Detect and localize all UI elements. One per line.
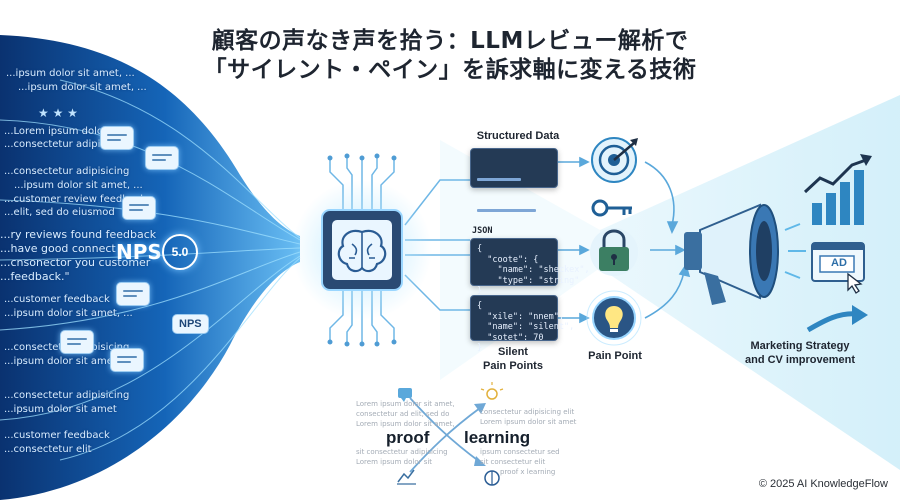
faint-text: ipsum consectetur sed: [480, 448, 560, 456]
stream-text: ...consectetur adipisicing: [4, 139, 130, 150]
chat-bubble-icon: [122, 196, 156, 220]
chat-bubble-icon: [116, 282, 150, 306]
stream-text: ...ry reviews found feedback: [0, 228, 157, 241]
stars-icon: ★ ★ ★: [38, 106, 78, 120]
silent-pain-points-label-line1: Silent: [498, 346, 528, 358]
ad-window-icon: [811, 242, 865, 282]
stream-text: ...Lorem ipsum dolor: [4, 126, 108, 137]
stream-text: ...ipsum dolor sit amet, ...: [14, 180, 143, 191]
chat-bubble-icon: [110, 348, 144, 372]
structured-data-heading: Structured Data: [476, 130, 560, 142]
ad-label: AD: [831, 257, 847, 269]
arrow-icon: [806, 305, 868, 333]
chat-bubble-icon: [100, 126, 134, 150]
brain-chip-icon: [321, 209, 403, 291]
json-panel: { "coote": { "name": "sheckex", "type": …: [470, 238, 590, 296]
megaphone-icon: [684, 203, 806, 305]
learning-word: learning: [464, 428, 531, 447]
stream-text: ...feedback.": [0, 270, 70, 283]
faint-text: Lorem ipsum dolor sit: [356, 458, 433, 466]
target-icon: [591, 137, 638, 183]
chart-up-icon: [803, 154, 872, 225]
copyright-text: © 2025 AI KnowledgeFlow: [758, 478, 888, 490]
cross-arrows: [409, 397, 486, 473]
pain-point-label: Pain Point: [588, 350, 642, 362]
faint-text: sit consectetur elit: [480, 458, 546, 466]
stream-text: ...consectetur elit: [4, 444, 92, 455]
cursor-icon: [847, 272, 863, 294]
chat-bubble-icon: [145, 146, 179, 170]
stream-text: ...consectetur adipisicing: [4, 166, 130, 177]
small-brain-icon: [484, 470, 500, 486]
flow-arrows: [558, 156, 691, 324]
faint-text: Lorem ipsum dolor sit amet,: [356, 420, 455, 428]
stream-text: ...ipsum dolor sit amet, ...: [4, 356, 133, 367]
faint-text: consectetur ad elit, sed do: [356, 410, 450, 418]
stream-text: ...ipsum dolor sit amet, ...: [6, 68, 135, 79]
stream-text: ...have good connect: [0, 242, 116, 255]
left-data-stream: [0, 35, 300, 500]
stream-text: ...customer feedback: [4, 430, 110, 441]
flow-lines: [0, 79, 301, 461]
marketing-label-line1: Marketing Strategy: [750, 340, 850, 352]
json-label: JSON: [472, 226, 493, 236]
data-panel-1: [470, 148, 558, 274]
marketing-label-line2: and CV improvement: [744, 354, 856, 366]
small-bulb-icon: [480, 382, 504, 400]
data-panel-3: { "xile": "nnem", "name": "silent", "sot…: [470, 295, 574, 353]
stream-text: ...customer review feedback: [4, 194, 146, 205]
small-chat-icon: [398, 388, 412, 402]
proof-word: proof: [386, 428, 430, 447]
stream-text: ...elit, sed do eiusmod: [4, 207, 115, 218]
faint-text: Lorem ipsum dolor sit amet: [480, 418, 577, 426]
stream-text: ...consectetur adipisicing: [4, 390, 130, 401]
stream-text: ...customer feedback: [4, 294, 110, 305]
title-line-2: 「サイレント・ペイン」を訴求軸に変える技術: [203, 57, 697, 83]
stream-text: ...ipsum dolor sit amet, ...: [18, 82, 147, 93]
stream-text: ...ipsum dolor sit amet, ...: [4, 308, 133, 319]
silent-pain-points-label-line2: Pain Points: [483, 360, 543, 372]
lock-icon: [590, 228, 638, 276]
faint-text: proof x learning: [500, 468, 556, 476]
nps-small-badge: NPS: [172, 314, 209, 334]
chat-bubble-icon: [60, 330, 94, 354]
faint-text: sit consectetur adipisicing: [356, 448, 448, 456]
stream-text: ...ipsum dolor sit amet: [4, 404, 117, 415]
title-line-1: 顧客の声なき声を拾う：LLMレビュー解析で: [211, 28, 689, 54]
nps-label: NPS: [116, 240, 162, 264]
lightbulb-icon: [586, 290, 642, 346]
nps-score-badge: 5.0: [162, 234, 198, 270]
stream-text: ...cnsonector you customer: [0, 256, 151, 269]
faint-text: consectetur adipisicing elit: [480, 408, 575, 416]
small-chart-icon: [397, 469, 416, 485]
faint-text: Lorem ipsum dolor sit amet,: [356, 400, 455, 408]
key-icon: [591, 199, 632, 217]
